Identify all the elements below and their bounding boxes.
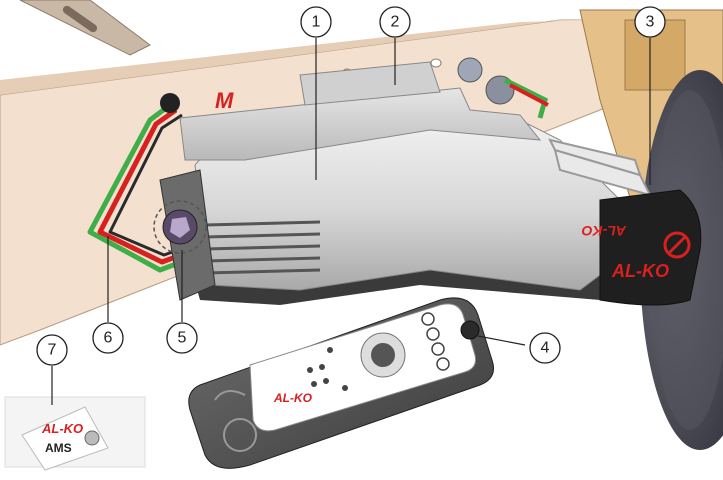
badge-label-text: AMS xyxy=(45,441,72,455)
motor-brand-text-upper: AL-KO xyxy=(582,223,627,239)
ams-badge: AL-KO AMS xyxy=(4,396,146,471)
control-box xyxy=(299,61,441,106)
callouts: 1 2 3 4 5 6 7 xyxy=(36,6,666,366)
callout-4: 4 xyxy=(529,332,561,364)
motor-marking: M xyxy=(215,88,234,113)
connection-terminal xyxy=(153,200,207,254)
callout-3-number: 3 xyxy=(646,14,655,31)
callout-6: 6 xyxy=(92,322,124,354)
motor-housing: AL-KO AL-KO xyxy=(159,57,702,306)
callout-1-number: 1 xyxy=(312,14,321,31)
remote-control: AL-KO xyxy=(188,297,494,469)
remote-brand-text: AL-KO xyxy=(273,391,313,405)
badge-brand-text: AL-KO xyxy=(41,421,83,436)
callout-2-number: 2 xyxy=(391,14,400,31)
callout-5: 5 xyxy=(166,322,198,354)
callout-7-number: 7 xyxy=(48,342,57,359)
callout-6-number: 6 xyxy=(104,330,113,347)
callout-1: 1 xyxy=(300,6,332,38)
leader-lines xyxy=(51,38,651,405)
motor-brand-text: AL-KO xyxy=(611,261,669,281)
callout-4-number: 4 xyxy=(541,340,550,357)
callout-2: 2 xyxy=(379,6,411,38)
callout-5-number: 5 xyxy=(178,330,187,347)
callout-3: 3 xyxy=(634,6,666,38)
callout-7: 7 xyxy=(36,334,68,366)
